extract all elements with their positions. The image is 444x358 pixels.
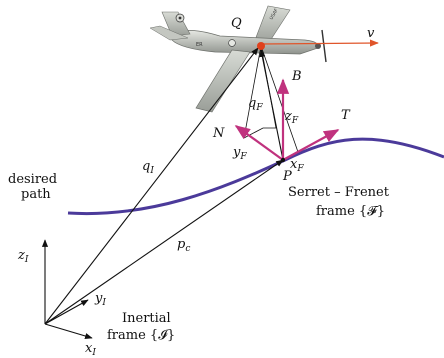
vector-p-c	[44, 159, 284, 325]
label-q-I: qI	[142, 159, 154, 176]
projection-line-B	[260, 45, 277, 129]
label-inertial-1: Inertial	[122, 311, 171, 326]
label-P: P	[282, 169, 292, 184]
label-y-F: yF	[232, 145, 247, 162]
label-serret-frenet-1: Serret – Frenet	[288, 185, 390, 200]
svg-text:USAF: USAF	[269, 7, 280, 21]
label-p-c: pc	[177, 237, 190, 254]
label-q-F: qF	[248, 96, 263, 113]
label-desired-path-1: desired	[8, 172, 57, 187]
label-x-I: xI	[85, 341, 96, 358]
projection-line-N	[243, 45, 262, 139]
vector-q-I	[44, 47, 259, 325]
label-z-F: zF	[284, 109, 299, 126]
aircraft-uav-icon: ER USAF	[149, 5, 327, 113]
label-inertial-2: frame {𝓘}	[107, 328, 175, 343]
point-P	[280, 157, 286, 163]
label-x-F: xF	[290, 157, 304, 174]
inertial-axis-y	[44, 299, 89, 325]
label-y-I: yI	[94, 291, 106, 308]
label-T: T	[341, 108, 351, 123]
frenet-axis-N	[234, 125, 284, 161]
svg-text:ER: ER	[196, 42, 203, 48]
label-desired-path-2: path	[21, 187, 51, 202]
label-Q: Q	[231, 16, 242, 31]
projection-line-T	[260, 45, 299, 153]
label-z-I: zI	[17, 248, 29, 265]
velocity-vector	[261, 39, 379, 47]
label-v: v	[367, 26, 375, 41]
label-serret-frenet-2: frame {𝓕}	[316, 204, 385, 219]
frenet-axis-T	[282, 129, 340, 161]
point-Q	[257, 42, 265, 50]
label-N: N	[212, 126, 225, 141]
inertial-axis-x	[44, 323, 93, 339]
label-B: B	[291, 69, 302, 84]
desired-path-curve	[67, 137, 444, 216]
